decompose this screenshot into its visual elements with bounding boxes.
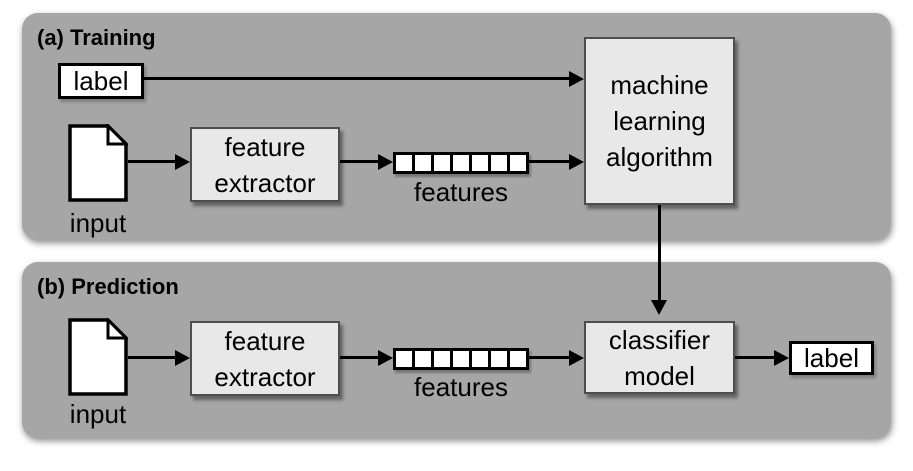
arrowhead-icon [175,350,190,366]
arrow-algorithm-to-classifier [651,205,668,315]
arrow-label-to-algorithm [144,71,584,87]
arrow-features-to-algorithm [529,154,584,170]
arrowhead-icon [569,154,584,170]
feature-cell [507,152,529,174]
prediction-label-text: label [804,342,859,373]
arrow-extractor-to-features [340,154,393,170]
arrow-classifier-to-label [735,350,789,366]
arrowhead-icon [175,154,190,170]
arrow-input-to-extractor [128,350,190,366]
arrowhead-icon [569,71,584,87]
prediction-input-caption: input [69,399,127,429]
arrow-shaft [658,205,661,302]
arrow-extractor-to-features [340,350,393,366]
arrow-features-to-classifier [529,350,584,366]
arrow-shaft [340,160,379,163]
document-icon [68,124,128,202]
training-input-caption: input [69,208,127,238]
training-feature-extractor-box: feature extractor [190,127,340,202]
training-features-caption: features [414,177,508,207]
feature-vector [393,152,529,174]
arrow-shaft [735,356,775,359]
arrowhead-icon [378,154,393,170]
classifier-model-box: classifier model [584,321,735,394]
prediction-panel: (b) Prediction input feature extractor f… [22,262,891,438]
training-label-box: label [58,63,144,99]
document-icon [68,318,128,396]
machine-learning-algorithm-box: machine learning algorithm [584,37,735,205]
arrowhead-icon [569,350,584,366]
prediction-panel-title: (b) Prediction [37,274,179,299]
training-label-text: label [73,65,129,96]
feature-vector [393,348,529,370]
prediction-feature-extractor-box: feature extractor [190,321,340,396]
arrow-shaft [144,77,570,80]
arrowhead-icon [378,350,393,366]
prediction-label-box: label [789,341,874,375]
arrowhead-icon [774,350,789,366]
training-panel-title: (a) Training [37,25,156,50]
feature-cell [507,348,529,370]
arrow-shaft [340,356,379,359]
prediction-features-caption: features [414,372,508,402]
arrow-shaft [529,160,570,163]
arrow-shaft [529,356,570,359]
arrowhead-icon [651,300,667,315]
arrow-shaft [128,356,176,359]
arrow-shaft [128,160,176,163]
arrow-input-to-extractor [128,154,190,170]
training-panel: (a) Training label input feature extract… [22,13,891,240]
